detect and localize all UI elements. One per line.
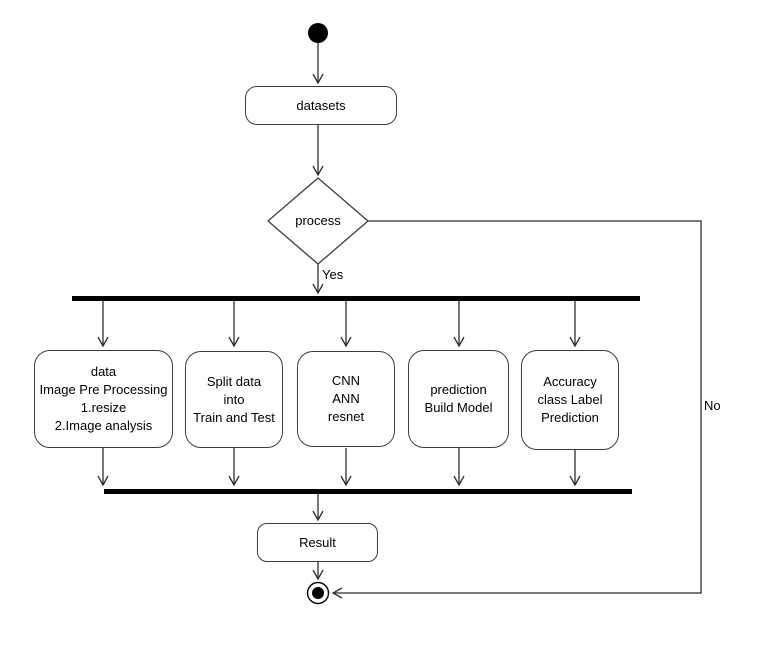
activity-line: 2.Image analysis [54, 418, 153, 433]
activity-line: resnet [327, 409, 365, 424]
decision-label: process [295, 213, 341, 228]
activity-line: Split data [206, 373, 262, 389]
action-datasets-label: datasets [296, 97, 346, 113]
activity-line: into [223, 391, 245, 407]
activity-line: Build Model [424, 400, 493, 415]
guard-label-no: No [704, 398, 721, 413]
fork-bar [72, 296, 640, 301]
action-result-label: Result [299, 534, 336, 550]
action-result: Result [257, 523, 378, 562]
activity-prediction: prediction Build Model [408, 350, 509, 448]
action-datasets: datasets [245, 86, 397, 125]
activity-line: CNN [331, 373, 361, 388]
activity-line: Prediction [541, 410, 599, 425]
initial-node [308, 23, 328, 43]
final-node [312, 587, 324, 599]
activity-line: class Label [537, 392, 603, 407]
activity-line: 1.resize [80, 400, 127, 415]
activity-accuracy: Accuracy class Label Prediction [521, 350, 619, 450]
activity-line: Train and Test [193, 409, 275, 425]
activity-image-preprocessing: data Image Pre Processing 1.resize 2.Ima… [34, 350, 173, 448]
guard-label-yes: Yes [322, 267, 344, 282]
activity-line: Image Pre Processing [39, 382, 168, 397]
activity-line: ANN [332, 391, 360, 406]
activity-model: CNN ANN resnet [297, 351, 395, 447]
join-bar [104, 489, 632, 494]
activity-split-data: Split data into Train and Test [185, 351, 283, 448]
activity-line: data [90, 364, 117, 379]
activity-line: Accuracy [543, 374, 597, 389]
activity-line: prediction [430, 382, 487, 397]
edge-no-to-final [331, 220, 702, 599]
